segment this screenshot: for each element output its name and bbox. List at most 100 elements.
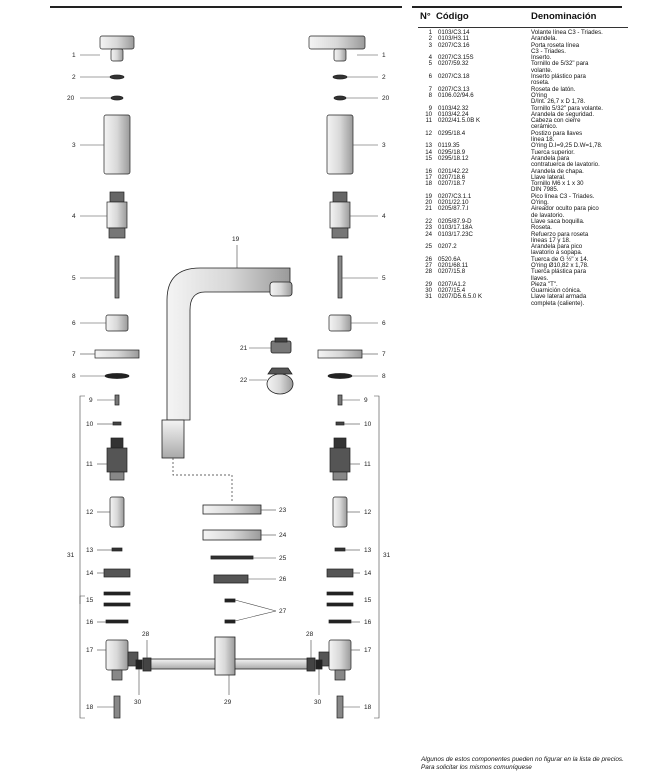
label-left-15: 15 (86, 597, 94, 604)
row-code: 0207/18.7 (438, 180, 466, 188)
label-right-6: 6 (382, 320, 386, 327)
row-code: 0295/18.4 (438, 129, 466, 137)
row-code: 0202/41.5.0B K (438, 117, 481, 125)
row-code: 0103/C3.14 (438, 29, 470, 36)
label-right-14: 14 (364, 570, 372, 577)
label-left-8: 8 (72, 373, 76, 380)
row-number: 17 (425, 173, 432, 181)
row-description: Arandela de chapa. (531, 167, 584, 175)
row-description: Llave lateral. (531, 173, 566, 181)
aerator-21 (270, 337, 292, 354)
row-code: 0207/C3.16 (438, 41, 470, 49)
table-top-rule (412, 6, 622, 8)
washer-15b-right (326, 602, 354, 607)
label-22: 22 (240, 377, 248, 384)
insert-left (106, 191, 128, 239)
row-code: 0520.6A (438, 255, 461, 263)
row-code: 0295/18.12 (438, 154, 469, 162)
plastic-insert-right (328, 314, 352, 332)
spout-tip (269, 281, 293, 297)
row-description: Tornillo M6 x 1 x 30 DIN 7985. (531, 180, 584, 194)
key-22 (266, 367, 294, 395)
washer-15b-left (103, 602, 131, 607)
spacer-12-left (109, 496, 125, 528)
row-number: 16 (425, 167, 432, 175)
row-description: Pico línea C3 - Triades. (531, 192, 595, 200)
label-left-6: 6 (72, 320, 76, 327)
row-code: 0207/A1.2 (438, 280, 466, 288)
row-description: Inserto. (531, 54, 552, 62)
row-code: 0207/15.8 (438, 268, 466, 276)
row-number: 23 (425, 224, 432, 232)
side-valve-right (318, 639, 352, 681)
row-number: 26 (425, 255, 432, 263)
label-25: 25 (279, 555, 287, 562)
label-right-18: 18 (364, 704, 372, 711)
row-description: Tornillo 5/32" para volante. (531, 104, 603, 112)
row-number: 3 (428, 41, 432, 49)
row-code: 0205/87.7.I (438, 205, 469, 213)
screw-5-right (337, 255, 343, 299)
row-code: 0103/17.23C (438, 230, 473, 238)
row-description: Roseta. (531, 224, 553, 232)
label-19: 19 (232, 236, 240, 243)
row-description: Inserto plástico para roseta. (531, 73, 586, 87)
tee-29 (149, 636, 309, 676)
row-number: 22 (425, 217, 432, 225)
row-number: 25 (425, 243, 432, 251)
exploded-view-diagram: 1 2 20 3 4 5 6 7 8 9 10 11 12 13 14 15 1… (67, 35, 391, 719)
nut-28-right (306, 657, 316, 672)
row-number: 24 (425, 230, 432, 238)
row-description: Arandela para contratuerca de lavatorio. (531, 154, 600, 169)
row-code: 0207/C3.15S (438, 54, 474, 62)
row-code: 0207/18.6 (438, 173, 466, 181)
screw-9-left (114, 394, 120, 406)
row-description: Tornillo de 5/32" para volante. (531, 60, 589, 74)
gasket-30-right (315, 659, 323, 670)
row-number: 21 (425, 205, 432, 213)
spout-assembly-dotted-line (172, 458, 233, 503)
label-right-11: 11 (364, 461, 371, 468)
frame-top-rule (50, 6, 402, 8)
row-description: Guarnición cónica. (531, 287, 582, 295)
label-left-4: 4 (72, 213, 76, 220)
row-number: 29 (425, 280, 432, 288)
gasket-30-left (135, 659, 143, 670)
row-number: 13 (425, 142, 432, 150)
row-code: 0207/C3.18 (438, 73, 470, 81)
washer-16-right (328, 619, 352, 624)
row-code: 0205/87.9-D (438, 217, 472, 225)
row-description: Porta roseta línea C3 - Triades. (531, 41, 580, 55)
label-right-3: 3 (382, 142, 386, 149)
spout-base (161, 419, 185, 459)
row-code: 0207.2 (438, 243, 457, 251)
rosette-holder-right (326, 114, 354, 175)
washer-right (332, 74, 348, 80)
label-28-right: 28 (306, 631, 314, 638)
handle-left (99, 35, 135, 62)
header-number: N° (420, 11, 431, 22)
row-code: 0106.02/94.6 (438, 91, 474, 99)
row-number: 2 (428, 35, 432, 43)
table-row: 3 0207/C3.16 Porta roseta línea C3 - Triad… (418, 41, 628, 56)
oring-20-right (333, 95, 347, 101)
screw-5-left (114, 255, 120, 299)
label-27: 27 (279, 608, 287, 615)
row-number: 11 (425, 117, 432, 125)
label-right-8: 8 (382, 373, 386, 380)
ceramic-head-right (329, 437, 351, 481)
row-description: Refuerzo para roseta líneas 17 y 18. (531, 230, 589, 244)
